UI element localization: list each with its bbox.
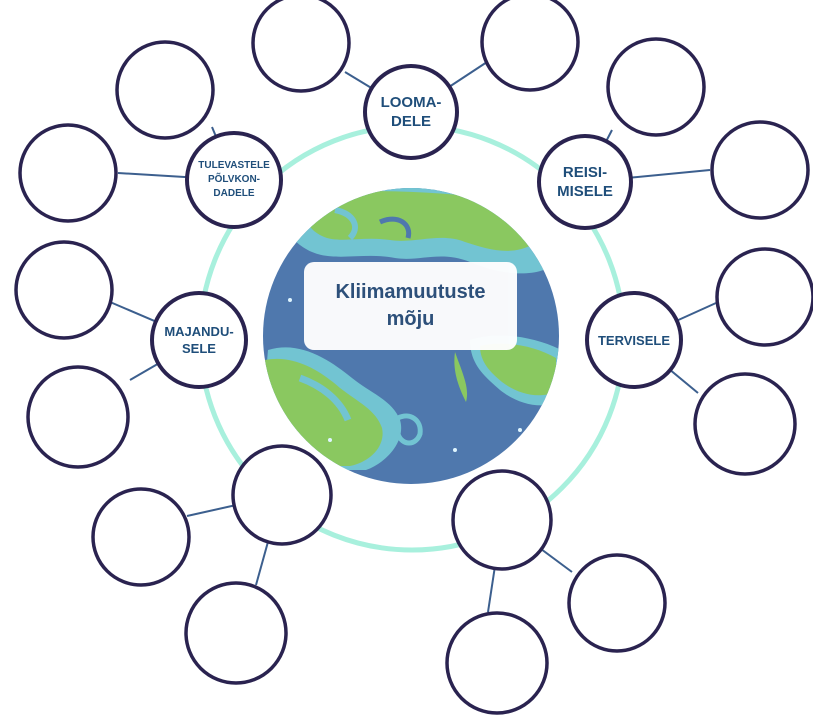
topic-node-reisimisele[interactable] xyxy=(537,134,633,230)
empty-bubble[interactable] xyxy=(710,120,810,220)
topic-node-loomadele[interactable] xyxy=(363,64,459,160)
empty-bubble[interactable] xyxy=(693,372,797,476)
empty-bubble[interactable] xyxy=(451,469,553,571)
empty-bubble[interactable] xyxy=(715,247,813,347)
empty-bubble[interactable] xyxy=(184,581,288,685)
center-title: Kliimamuutuste mõju xyxy=(335,281,486,330)
empty-bubble[interactable] xyxy=(606,37,706,137)
center-title-card: Kliimamuutuste mõju xyxy=(304,262,517,350)
topic-label-tulevastele: TULEVASTELE PÕLVKON- DADELE xyxy=(198,160,270,199)
empty-bubble[interactable] xyxy=(14,240,114,340)
topic-node-majandusele[interactable] xyxy=(150,291,248,389)
topic-label-majandusele: MAJANDU- SELE xyxy=(164,324,234,356)
empty-bubble[interactable] xyxy=(91,487,191,587)
empty-bubble[interactable] xyxy=(251,0,351,93)
empty-bubbles xyxy=(14,0,813,715)
topic-label-reisimisele: REISI- MISELE xyxy=(557,164,613,200)
empty-bubble[interactable] xyxy=(26,365,130,469)
topic-nodes xyxy=(150,64,683,389)
empty-bubble[interactable] xyxy=(567,553,667,653)
topic-node-tulevastele[interactable] xyxy=(185,131,283,229)
empty-bubble[interactable] xyxy=(480,0,580,92)
topic-label-loomadele: LOOMA- DELE xyxy=(380,94,442,130)
empty-bubble[interactable] xyxy=(115,40,215,140)
topic-node-tervisele[interactable] xyxy=(585,291,683,389)
empty-bubble[interactable] xyxy=(231,444,333,546)
empty-bubble[interactable] xyxy=(18,123,118,223)
topic-label-tervisele: TERVISELE xyxy=(597,332,670,348)
empty-bubble[interactable] xyxy=(445,611,549,715)
